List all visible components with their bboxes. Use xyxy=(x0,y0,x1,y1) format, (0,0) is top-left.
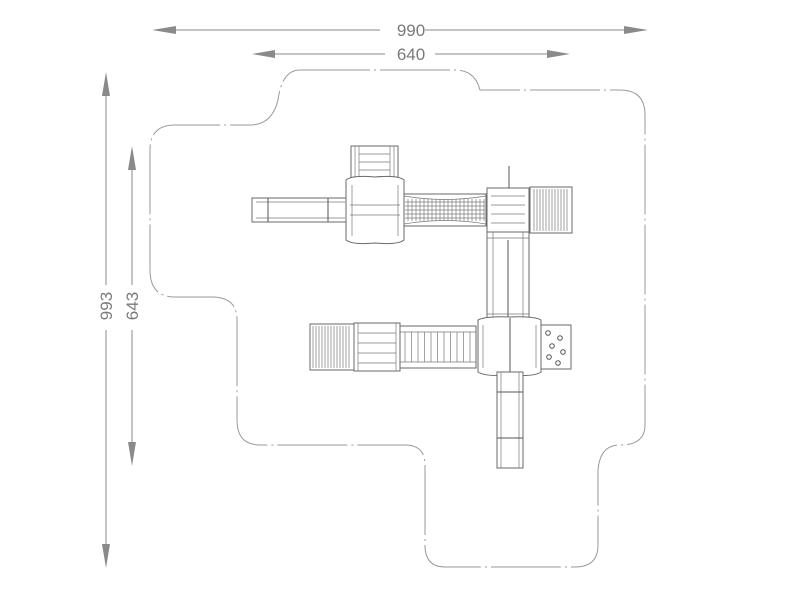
outer-height-label: 993 xyxy=(97,292,116,320)
climbing-hold xyxy=(546,354,552,360)
inner-height-label: 643 xyxy=(123,292,142,320)
upper-tower xyxy=(345,175,405,245)
inner-width-dimension: 640 xyxy=(252,45,570,64)
vertical-connector xyxy=(486,231,530,321)
lower-left-roof xyxy=(309,323,355,371)
upper-right-roof xyxy=(529,186,573,234)
lower-left-deck xyxy=(353,322,401,372)
outer-width-label: 990 xyxy=(397,21,425,40)
climbing-hold xyxy=(545,330,551,336)
lower-bridge xyxy=(399,325,477,369)
lower-structure xyxy=(309,316,572,469)
climbing-hold xyxy=(549,343,555,349)
net-bridge xyxy=(403,193,487,227)
climbing-wall xyxy=(540,324,572,370)
outer-width-dimension: 990 xyxy=(152,21,648,40)
outer-height-dimension: 993 xyxy=(97,72,116,568)
lower-slide xyxy=(496,371,524,469)
lower-tower xyxy=(477,316,542,377)
climbing-hold xyxy=(555,360,561,366)
upper-structure xyxy=(251,145,573,245)
safety-zone-outline xyxy=(149,69,646,568)
climbing-hold xyxy=(560,349,566,355)
inner-height-dimension: 643 xyxy=(123,146,142,466)
upper-roof-panel xyxy=(350,145,399,179)
upper-right-tower xyxy=(486,166,530,233)
inner-width-label: 640 xyxy=(397,45,425,64)
climbing-hold xyxy=(557,335,563,341)
upper-slide xyxy=(251,197,349,223)
